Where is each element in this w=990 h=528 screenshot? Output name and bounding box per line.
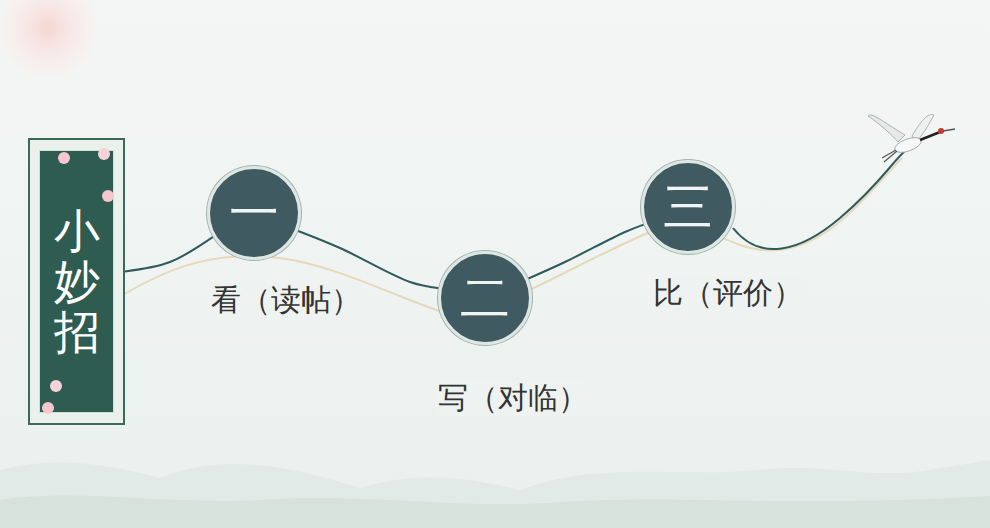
blossom: [50, 380, 62, 392]
blossom: [42, 402, 54, 414]
step-label: 比（评价）: [650, 276, 806, 311]
blossom: [102, 190, 114, 202]
decor-curve: [733, 150, 906, 249]
step-circle: 二写（对临）: [438, 251, 532, 345]
connector-curve: [125, 237, 213, 272]
title-banner: 小妙招: [28, 138, 125, 425]
mountains: [0, 460, 990, 528]
step-label: 看（读帖）: [208, 283, 364, 318]
step-label: 写（对临）: [435, 381, 591, 416]
banner-title: 小妙招: [54, 206, 100, 358]
crane-bird: [868, 114, 955, 162]
step-number: 二: [460, 273, 510, 323]
step-number: 三: [663, 182, 713, 232]
connector-curve: [298, 231, 440, 288]
connector-curve: [528, 224, 644, 278]
step-number: 一: [229, 188, 279, 238]
blossom: [58, 152, 70, 164]
step-circle: 一看（读帖）: [207, 166, 301, 260]
step-circle: 三比（评价）: [641, 160, 735, 254]
mountains: [0, 496, 990, 528]
banner-panel: 小妙招: [39, 150, 114, 413]
blossom: [98, 148, 110, 160]
sun: [0, 0, 96, 76]
